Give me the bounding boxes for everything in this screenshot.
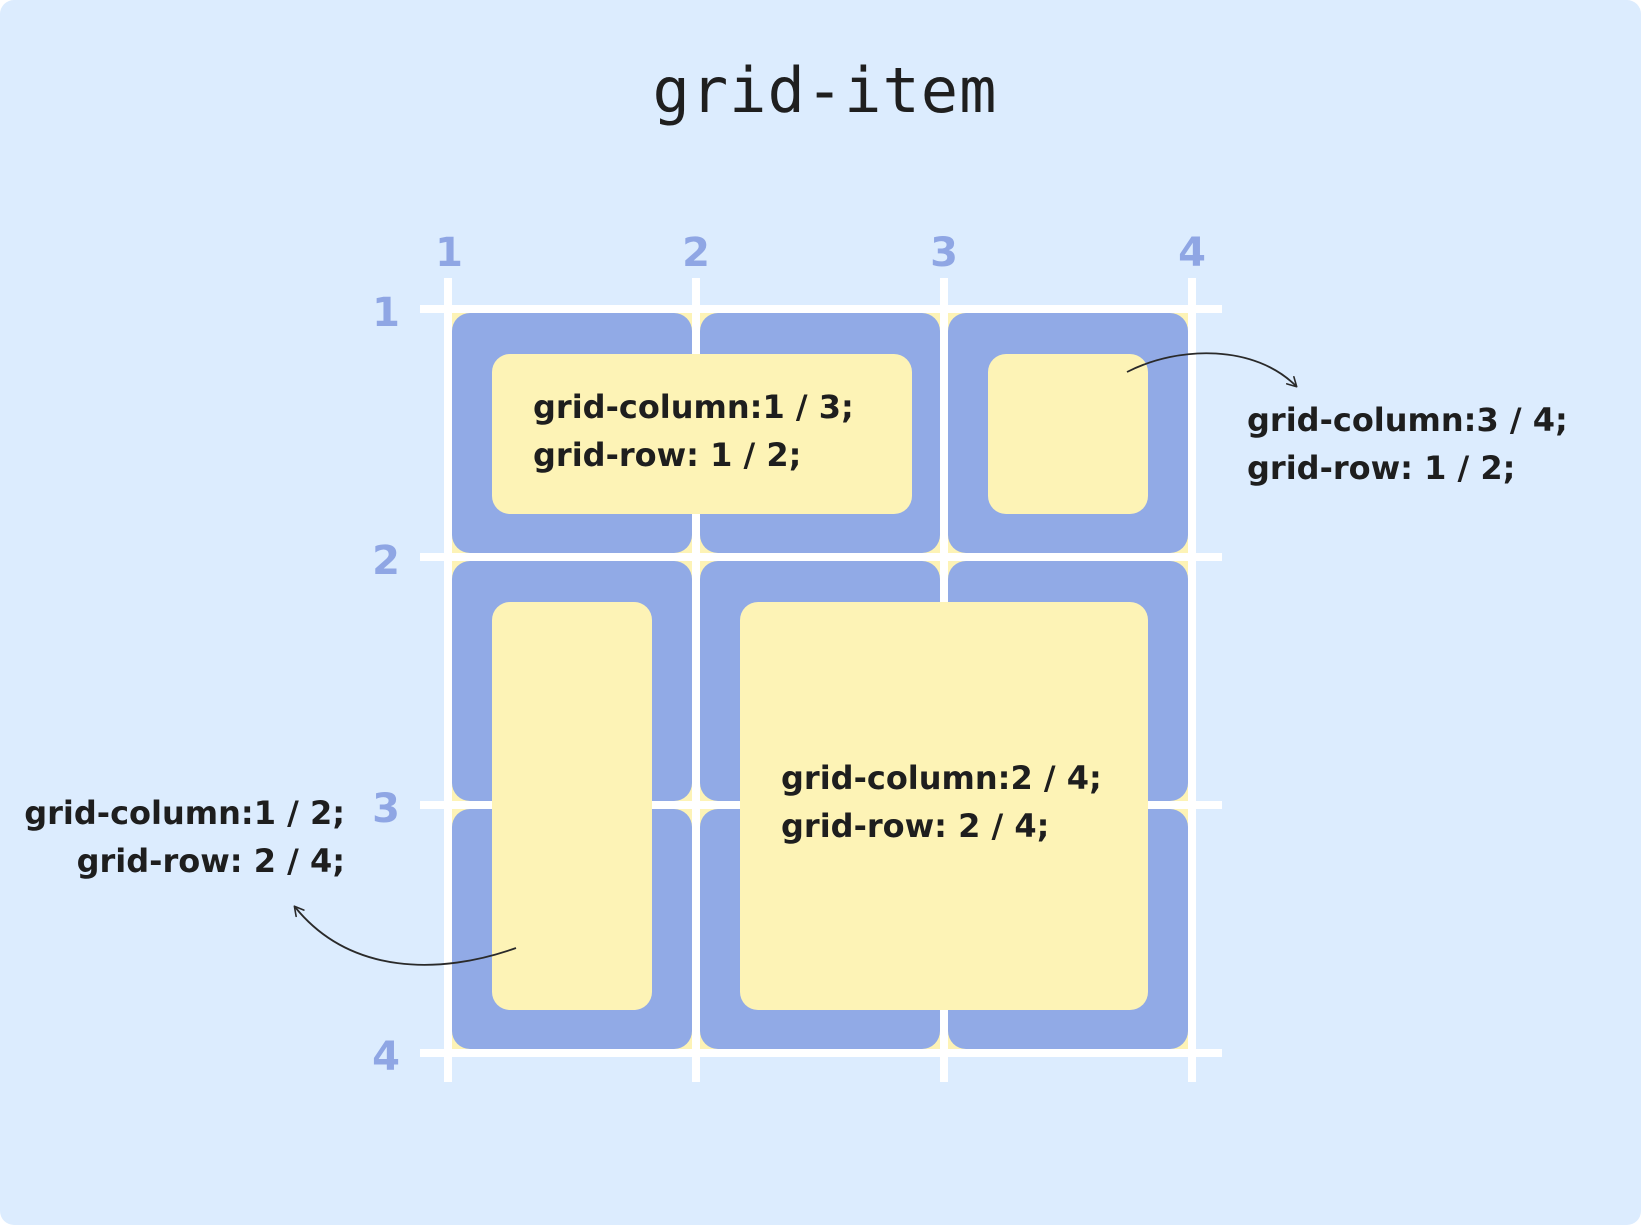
column-line-number: 4 — [1178, 230, 1206, 276]
item-3-arrow — [293, 905, 517, 966]
row-line-number: 1 — [372, 290, 400, 336]
grid-item-1 — [492, 354, 912, 514]
grid-item-3 — [492, 602, 652, 1010]
row-line-number: 2 — [372, 538, 400, 584]
grid-item-2 — [988, 354, 1148, 514]
item-2-column-label: grid-column:3 / 4; — [1247, 401, 1568, 439]
item-2-arrow — [1126, 352, 1298, 388]
item-3-column-label: grid-column:1 / 2; — [24, 794, 345, 832]
column-line-number: 2 — [682, 230, 710, 276]
diagram-title: grid-item — [653, 54, 998, 127]
item-1-column-label: grid-column:1 / 3; — [533, 388, 854, 426]
grid-item-4 — [740, 602, 1148, 1010]
column-line-number: 1 — [435, 230, 463, 276]
item-3-row-label: grid-row: 2 / 4; — [77, 842, 345, 880]
row-line-number: 3 — [372, 786, 400, 832]
item-2-row-label: grid-row: 1 / 2; — [1247, 449, 1515, 487]
item-4-column-label: grid-column:2 / 4; — [781, 759, 1102, 797]
row-line-number: 4 — [372, 1034, 400, 1080]
column-line-number: 3 — [930, 230, 958, 276]
item-4-row-label: grid-row: 2 / 4; — [781, 807, 1049, 845]
item-1-row-label: grid-row: 1 / 2; — [533, 436, 801, 474]
